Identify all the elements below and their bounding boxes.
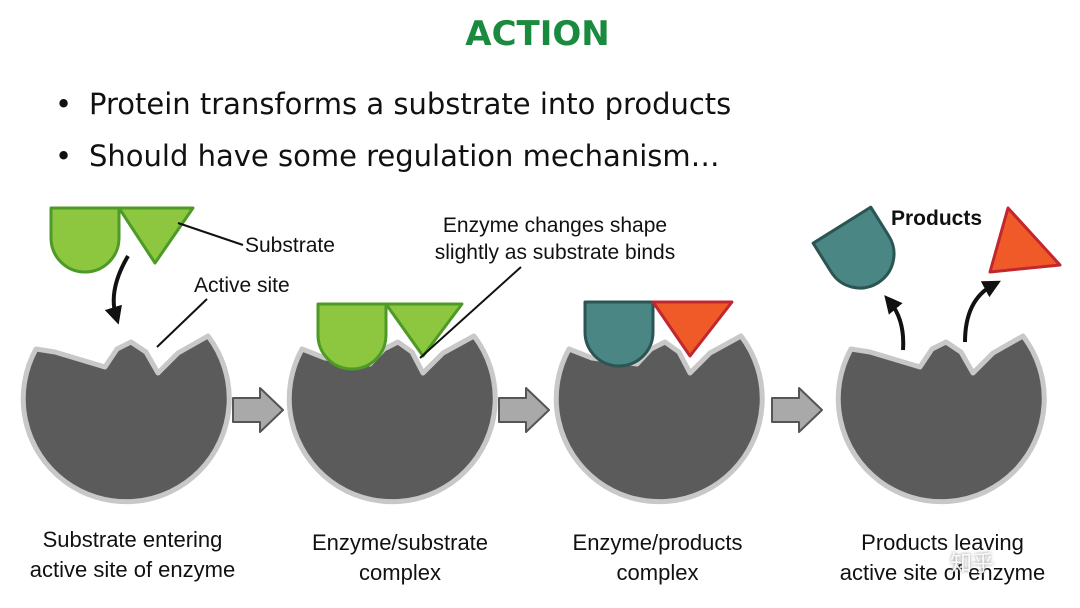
stage-caption-line-1: Enzyme/products — [572, 530, 743, 555]
substrate-callout: Substrate — [245, 234, 335, 257]
enzyme-stage-3 — [553, 333, 765, 505]
enzyme-stage-2 — [286, 333, 498, 505]
shape-change-callout: Enzyme changes shape slightly as substra… — [405, 212, 705, 266]
stage-caption-line-2: active site of enzyme — [29, 557, 236, 582]
stage-caption: Enzyme/substrate complex — [280, 528, 520, 588]
step-arrow-3 — [771, 387, 823, 433]
stage-caption: Products leaving active site of enzyme — [820, 528, 1065, 588]
stage-caption-line-1: Enzyme/substrate — [311, 530, 489, 555]
stage-caption-line-1: Products leaving — [861, 530, 1024, 555]
bound-product-teal — [583, 300, 655, 368]
shape-change-leader-line — [419, 266, 522, 359]
products-callout: Products — [891, 207, 983, 230]
released-product-teal — [811, 205, 896, 290]
substrate-half-circle — [49, 206, 121, 274]
slide-title: ACTION — [465, 14, 610, 54]
bound-substrate-triangle — [384, 302, 464, 358]
shape-change-callout-line-2: slightly as substrate binds — [434, 241, 676, 264]
substrate-leader-line — [177, 222, 244, 246]
stage-caption: Substrate entering active site of enzyme — [10, 525, 255, 585]
watermark: 知乎 — [950, 552, 995, 577]
stage-caption-line-2: complex — [359, 560, 441, 585]
released-product-red — [988, 206, 1062, 274]
bullet-item: • Should have some regulation mechanism… — [55, 134, 731, 186]
enzyme-stage-4 — [835, 333, 1047, 505]
bound-substrate-half-circle — [316, 302, 388, 371]
step-arrow-1 — [232, 387, 284, 433]
enzyme-stage-1 — [20, 333, 232, 505]
shape-change-callout-line-1: Enzyme changes shape — [442, 214, 668, 237]
product-exit-arrow-left — [884, 295, 906, 351]
step-arrow-2 — [498, 387, 550, 433]
active-site-callout: Active site — [194, 274, 290, 297]
active-site-leader-line — [156, 298, 208, 348]
stage-caption-line-2: active site of enzyme — [839, 560, 1046, 585]
stage-caption-line-1: Substrate entering — [42, 527, 223, 552]
bullet-dot: • — [55, 87, 73, 121]
stage-caption: Enzyme/products complex — [540, 528, 775, 588]
bullet-text: Should have some regulation mechanism… — [89, 139, 720, 173]
substrate-triangle — [117, 206, 195, 265]
bullet-text: Protein transforms a substrate into prod… — [89, 87, 732, 121]
stage-caption-line-2: complex — [616, 560, 699, 585]
product-exit-arrow-right — [963, 280, 1001, 343]
bullet-list: • Protein transforms a substrate into pro… — [55, 82, 731, 186]
bound-product-red — [651, 300, 734, 358]
substrate-entry-arrow — [104, 254, 130, 325]
bullet-dot: • — [55, 139, 73, 173]
bullet-item: • Protein transforms a substrate into pro… — [55, 82, 731, 134]
